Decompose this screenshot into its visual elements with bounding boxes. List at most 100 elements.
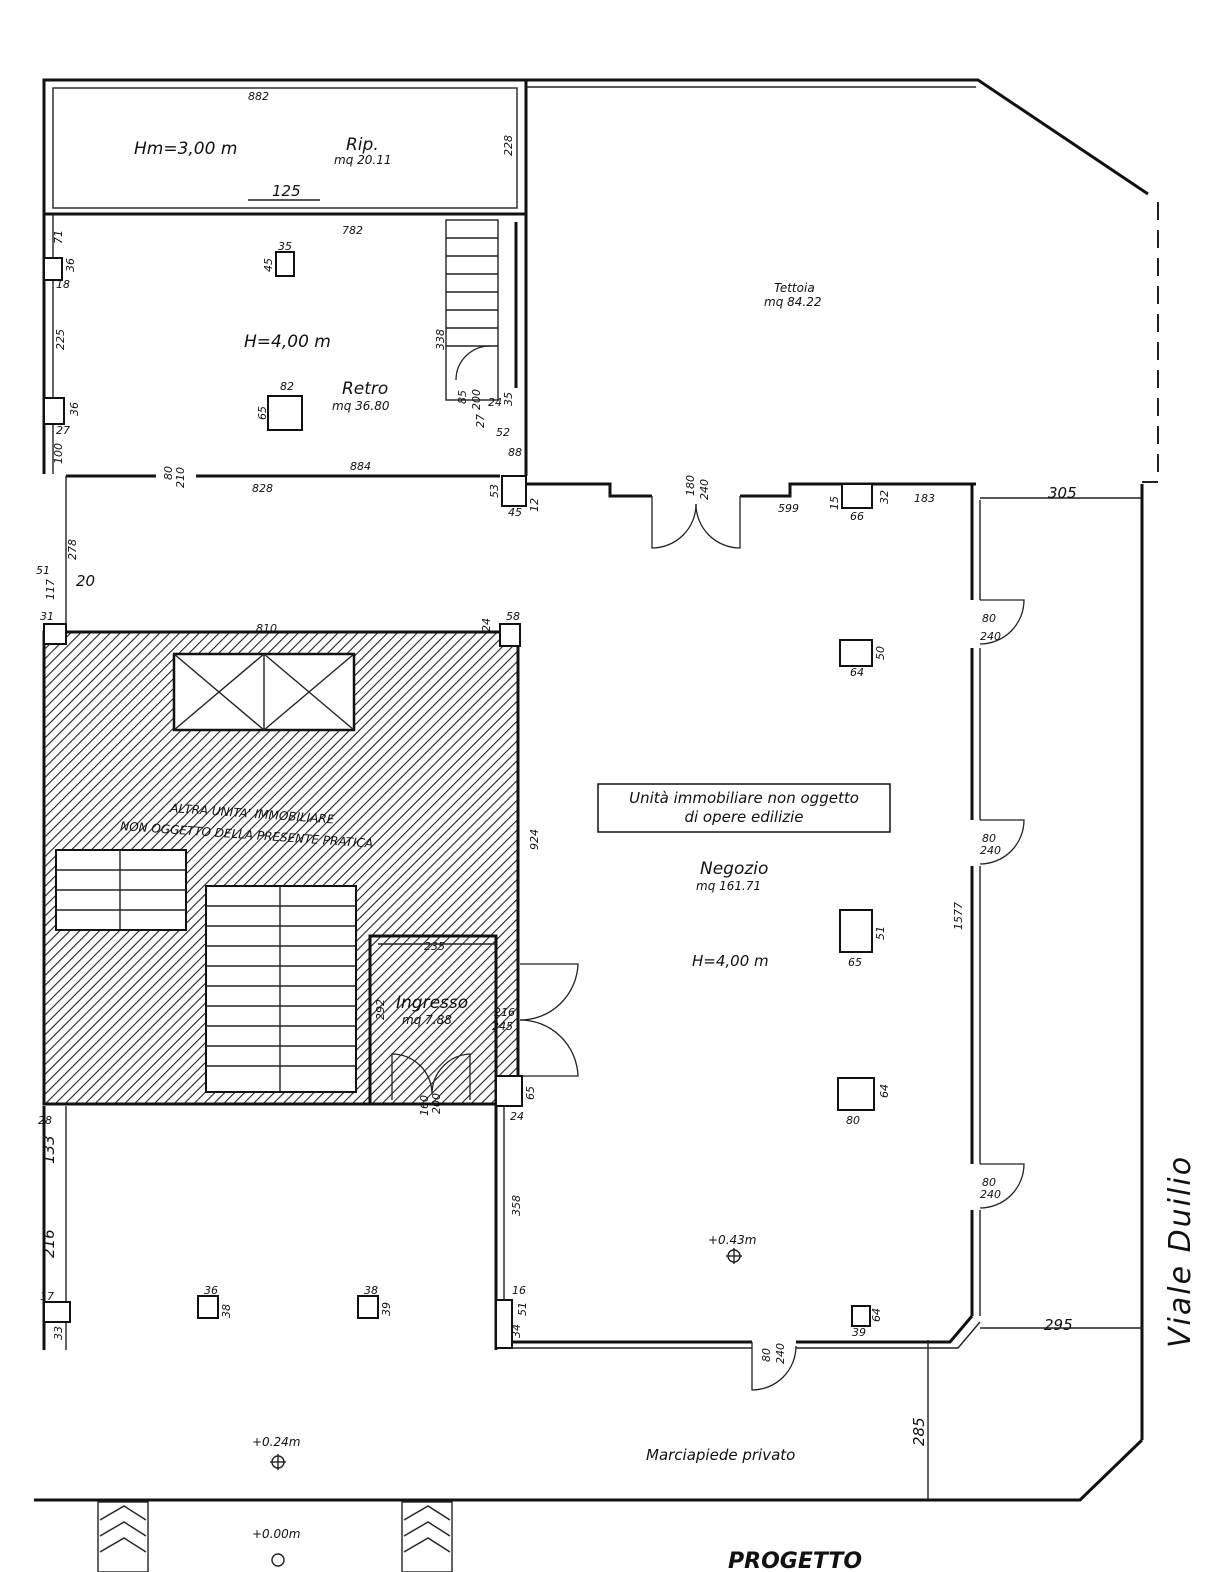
dim-305: 305 (1048, 484, 1077, 502)
ingresso-area: mq 7.88 (402, 1013, 452, 1027)
dim-51a: 51 (36, 564, 50, 577)
stairs-retro (445, 219, 518, 401)
level-markers (270, 1248, 742, 1567)
retro-area: mq 36.80 (332, 399, 390, 413)
dim-240a: 240 (698, 479, 711, 500)
dim-32: 32 (878, 490, 891, 504)
dim-180: 180 (684, 475, 697, 496)
dim-160: 160 (418, 1095, 431, 1116)
negozio-area: mq 161.71 (696, 879, 761, 893)
sidewalk-label: Marciapiede privato (646, 1446, 795, 1464)
dim-125: 125 (272, 182, 301, 200)
dim-39: 39 (380, 1302, 393, 1316)
note-box (597, 783, 891, 833)
dim-66: 66 (850, 510, 864, 523)
dim-338: 338 (434, 329, 447, 350)
dim-80c: 80 (982, 832, 996, 845)
street-name: Viale Duilio (1163, 1155, 1198, 1348)
dimensions: 882 228 125 782 35 45 71 36 18 225 338 8… (36, 90, 1077, 1446)
dim-33: 33 (52, 1326, 65, 1340)
dim-12: 12 (528, 498, 541, 512)
negozio-height: H=4,00 m (692, 952, 769, 970)
dim-58: 58 (506, 610, 520, 623)
note-line-1: Unità immobiliare non oggetto (629, 789, 859, 807)
dim-64a: 64 (850, 666, 864, 679)
dim-80d: 80 (982, 1176, 996, 1189)
dim-810: 810 (256, 622, 277, 635)
stairs-other-unit (55, 849, 357, 1093)
dim-45b: 45 (508, 506, 522, 519)
dim-65a: 65 (256, 406, 269, 420)
dim-24c: 24 (510, 1110, 524, 1123)
dim-15: 15 (828, 496, 841, 510)
rip-area: mq 20.11 (334, 153, 391, 167)
dim-183: 183 (914, 492, 935, 505)
dim-27a: 27 (56, 424, 70, 437)
dim-17: 17 (40, 1290, 54, 1303)
dim-235: 235 (424, 940, 445, 953)
dim-278: 278 (66, 539, 79, 560)
dim-216a: 216 (494, 1006, 515, 1019)
dim-64b: 64 (878, 1084, 891, 1098)
dim-71: 71 (52, 230, 65, 244)
dim-52: 52 (496, 426, 510, 439)
title-line-1: PROGETTO (728, 1549, 862, 1572)
note-line-2: di opere edilizie (684, 808, 803, 826)
other-unit-hatched-area (42, 630, 520, 1106)
dim-16: 16 (512, 1284, 526, 1297)
retro-name: Retro (342, 379, 388, 399)
negozio-name: Negozio (700, 859, 768, 879)
doors (391, 496, 1025, 1391)
dim-117: 117 (44, 579, 57, 600)
dim-64c: 64 (870, 1308, 883, 1322)
dim-80e: 80 (846, 1114, 860, 1127)
dim-65c: 65 (524, 1086, 537, 1100)
dim-225: 225 (54, 329, 67, 350)
tettoia-name: Tettoia (774, 281, 815, 295)
dim-53: 53 (488, 484, 501, 498)
rip-height: Hm=3,00 m (134, 139, 237, 159)
dim-240c: 240 (980, 844, 1001, 857)
dim-20: 20 (76, 572, 95, 590)
dim-216b: 216 (40, 1229, 58, 1258)
dim-36a: 36 (64, 258, 77, 272)
dim-245: 245 (492, 1020, 513, 1033)
dim-80: 80 (162, 466, 175, 480)
dim-51b: 51 (874, 926, 887, 940)
level-court: +0.24m (252, 1435, 300, 1449)
tettoia-area: mq 84.22 (764, 295, 821, 309)
dim-240d: 240 (980, 1188, 1001, 1201)
dim-38b: 38 (364, 1284, 378, 1297)
rip-name: Rip. (346, 135, 379, 155)
level-shop: +0.43m (708, 1233, 756, 1247)
dim-240b: 240 (980, 630, 1001, 643)
dim-599: 599 (778, 502, 799, 515)
dim-18: 18 (56, 278, 70, 291)
dim-292: 292 (374, 999, 387, 1020)
dim-35b: 35 (502, 392, 515, 406)
level-street: +0.00m (252, 1527, 300, 1541)
dim-295: 295 (1044, 1316, 1073, 1334)
parking-stripes (97, 1501, 453, 1572)
dim-39b: 39 (852, 1326, 866, 1339)
dim-34: 34 (510, 1324, 523, 1338)
dim-27b: 27 (474, 414, 487, 428)
dim-358: 358 (510, 1195, 523, 1216)
dim-200: 200 (470, 389, 483, 410)
dim-210a: 210 (174, 467, 187, 488)
dim-36c: 36 (204, 1284, 218, 1297)
dim-1577: 1577 (952, 902, 965, 930)
dim-100: 100 (52, 443, 65, 464)
retro-height: H=4,00 m (244, 332, 331, 352)
dim-65b: 65 (848, 956, 862, 969)
ingresso-room (368, 934, 498, 1106)
dim-882: 882 (248, 90, 269, 103)
dim-884: 884 (350, 460, 371, 473)
dim-924: 924 (528, 829, 541, 850)
dim-31: 31 (40, 610, 54, 623)
dim-88: 88 (508, 446, 522, 459)
dim-80f: 80 (760, 1348, 773, 1362)
dim-80b: 80 (982, 612, 996, 625)
ingresso-name: Ingresso (396, 993, 468, 1013)
